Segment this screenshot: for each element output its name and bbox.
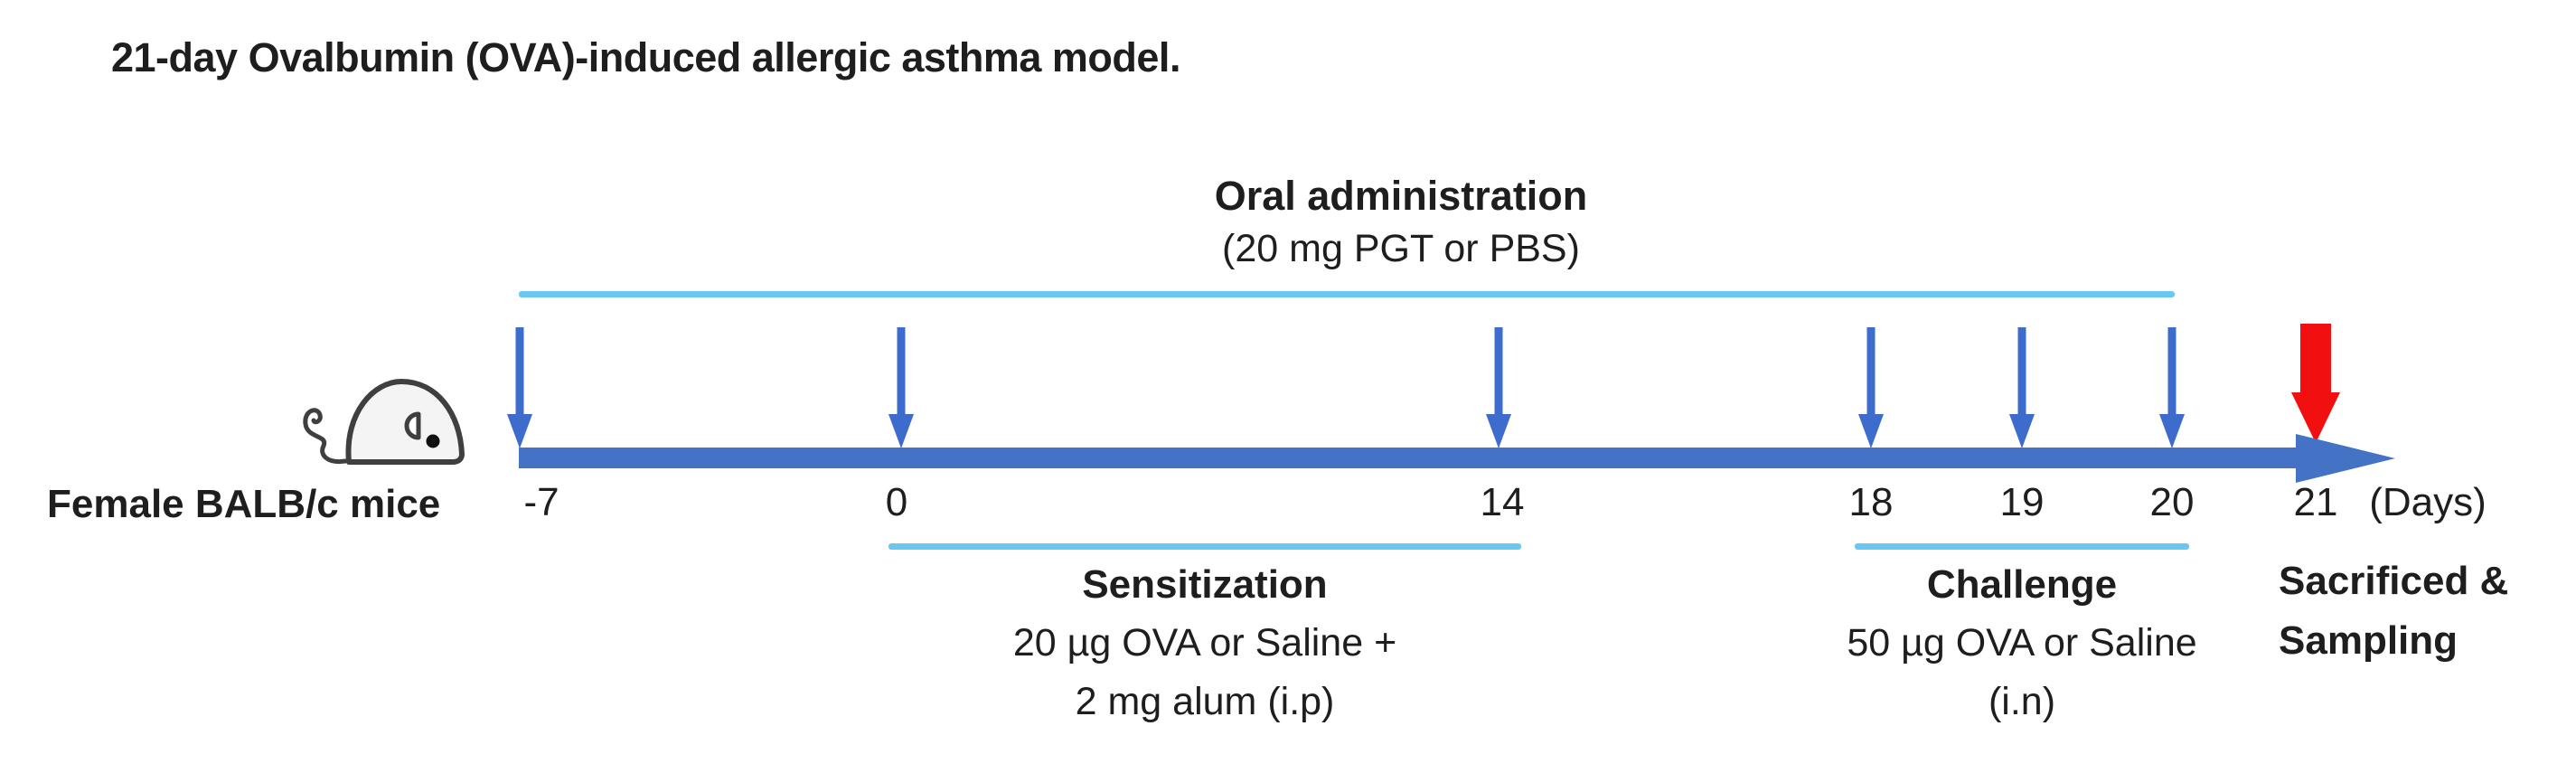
- dose-arrow-day-minus7: [506, 327, 533, 448]
- days-unit-label: (Days): [2369, 480, 2487, 524]
- endpoint-line1: Sacrificed &: [2279, 559, 2509, 603]
- sensitization-title: Sensitization: [1082, 562, 1328, 607]
- sensitization-adjuvant: 2 mg alum (i.p): [1075, 680, 1335, 723]
- diagram-title: 21-day Ovalbumin (OVA)-induced allergic …: [111, 34, 1180, 80]
- dose-arrow-day-18: [1857, 327, 1885, 448]
- dose-arrow-day-0: [888, 327, 915, 448]
- mouse-icon: [303, 379, 465, 465]
- day-label-20: 20: [2149, 480, 2195, 524]
- oral-administration-span-line: [519, 291, 2175, 297]
- challenge-title: Challenge: [1926, 562, 2118, 607]
- endpoint-caption: Sacrificed & Sampling: [2279, 551, 2508, 671]
- day-label-21: 21: [2293, 480, 2338, 524]
- sensitization-span-line: [888, 543, 1521, 550]
- oral-administration-detail: (20 mg PGT or PBS): [1222, 227, 1580, 270]
- endpoint-line2: Sampling: [2279, 618, 2458, 663]
- challenge-span-line: [1855, 543, 2189, 550]
- timeline-arrowhead: [2296, 434, 2395, 483]
- dose-arrow-day-14: [1485, 327, 1512, 448]
- sensitization-dose: 20 µg OVA or Saline +: [1012, 621, 1397, 665]
- sacrifice-arrow-day-21: [2290, 324, 2341, 443]
- timeline-bar: [519, 448, 2298, 468]
- challenge-route: (i.n): [1988, 680, 2056, 723]
- day-label-19: 19: [1999, 480, 2045, 524]
- day-label-14: 14: [1480, 480, 1525, 524]
- oral-administration-title: Oral administration: [1214, 173, 1588, 219]
- subject-label: Female BALB/c mice: [47, 482, 441, 526]
- oral-administration-label: Oral administration (20 mg PGT or PBS): [1215, 170, 1588, 275]
- dose-arrow-day-20: [2158, 327, 2186, 448]
- dose-arrow-day-19: [2008, 327, 2035, 448]
- day-label-minus7: -7: [523, 480, 559, 524]
- challenge-caption: Challenge 50 µg OVA or Saline (i.n): [1847, 555, 2196, 731]
- day-label-0: 0: [885, 480, 908, 524]
- challenge-dose: 50 µg OVA or Saline: [1847, 621, 2197, 665]
- sensitization-caption: Sensitization 20 µg OVA or Saline + 2 mg…: [1013, 555, 1396, 731]
- day-label-18: 18: [1848, 480, 1894, 524]
